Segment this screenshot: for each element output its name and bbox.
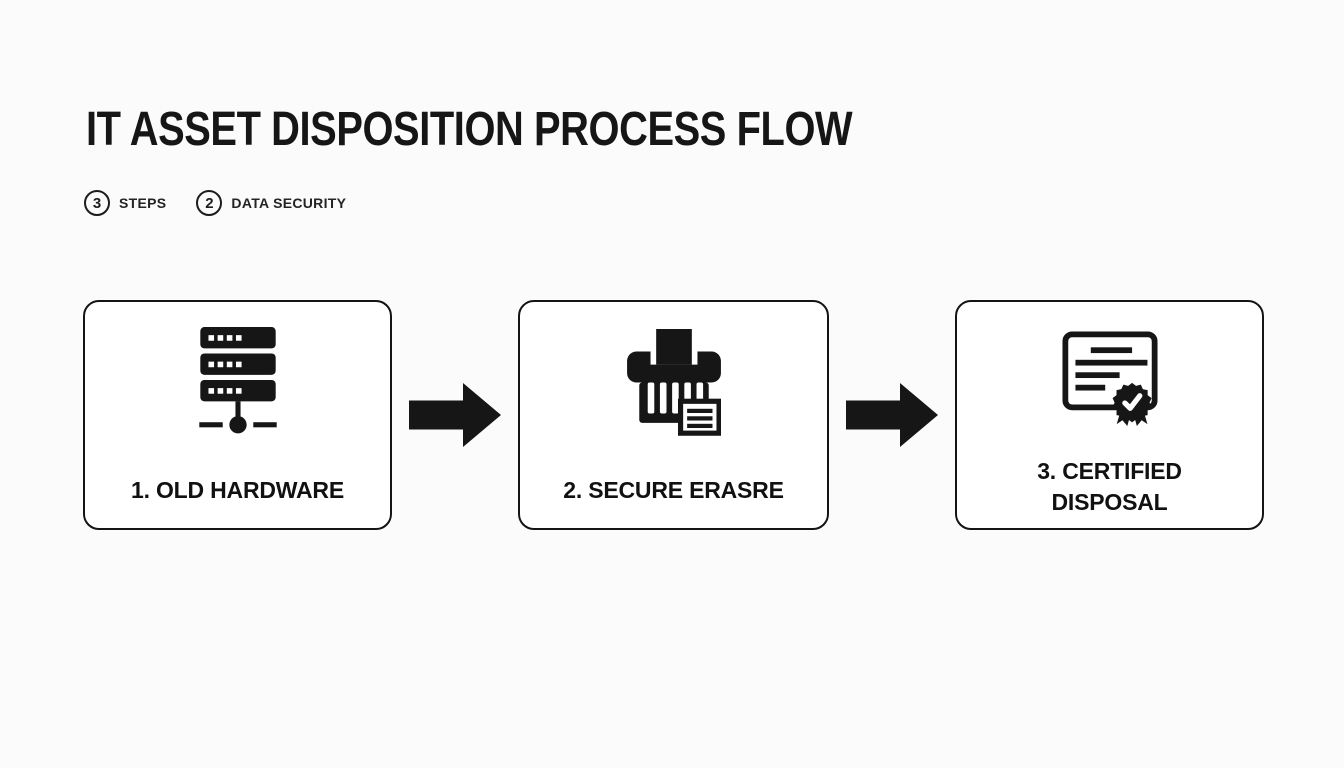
step-3-label-area: 3. CERTIFIED DISPOSAL <box>1017 456 1202 528</box>
badge-data-security-label: DATA SECURITY <box>231 195 347 211</box>
page-title: IT ASSET DISPOSITION PROCESS FLOW <box>86 103 853 156</box>
server-stack-network-icon <box>198 327 277 434</box>
badge-data-security: 2 DATA SECURITY <box>196 190 346 216</box>
badge-row: 3 STEPS 2 DATA SECURITY <box>84 190 346 216</box>
arrow-right-icon <box>409 383 501 447</box>
flow-connector-2 <box>829 383 955 447</box>
step-1-label: 1. OLD HARDWARE <box>131 476 344 503</box>
step-3-label: 3. CERTIFIED DISPOSAL <box>1037 458 1182 515</box>
step-1-label-area: 1. OLD HARDWARE <box>131 462 344 528</box>
step-2-icon-area <box>626 302 721 462</box>
steps-count-circle: 3 <box>84 190 110 216</box>
step-3-icon-area <box>1061 302 1158 456</box>
step-card-old-hardware: 1. OLD HARDWARE <box>83 300 392 530</box>
shredder-icon <box>626 328 721 436</box>
step-2-label: 2. SECURE ERASRE <box>563 476 784 503</box>
data-security-count-circle: 2 <box>196 190 223 216</box>
step-card-certified-disposal: 3. CERTIFIED DISPOSAL <box>955 300 1264 530</box>
step-1-icon-area <box>198 302 277 462</box>
process-flow: 1. OLD HARDWARE <box>83 300 1264 530</box>
arrow-right-icon <box>846 383 938 447</box>
step-card-secure-erasure: 2. SECURE ERASRE <box>518 300 829 530</box>
badge-steps: 3 STEPS <box>84 190 166 216</box>
certificate-ribbon-icon <box>1061 331 1158 427</box>
step-2-label-area: 2. SECURE ERASRE <box>563 462 784 528</box>
badge-steps-label: STEPS <box>119 195 167 211</box>
flow-connector-1 <box>392 383 518 447</box>
